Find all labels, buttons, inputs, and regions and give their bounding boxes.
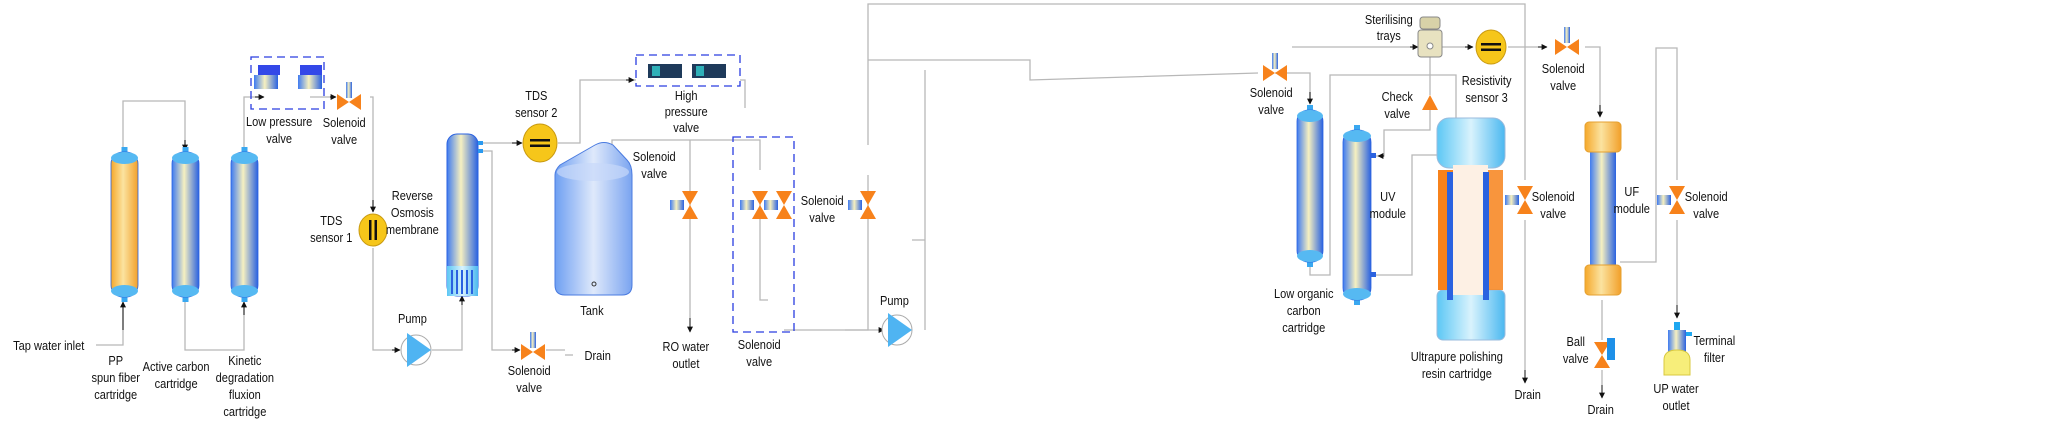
low-organic-carbon-cartridge bbox=[1296, 105, 1324, 267]
low-pressure-valve-group bbox=[250, 56, 325, 110]
pipe bbox=[1376, 154, 1440, 276]
pipe bbox=[611, 139, 761, 170]
pipe bbox=[184, 300, 245, 351]
pipe bbox=[867, 3, 1526, 180]
label-solenoid-valve-right2: Solenoid valve bbox=[1531, 189, 1575, 221]
pump-2-icon bbox=[881, 313, 913, 347]
tds-sensor-2-icon bbox=[522, 123, 558, 163]
pipe bbox=[868, 59, 1259, 81]
label-active-carbon: Active carbon cartridge bbox=[142, 359, 210, 391]
kinetic-degradation-cartridge bbox=[230, 147, 259, 302]
label-ball-valve: Ball valve bbox=[1562, 334, 1589, 366]
pipe bbox=[372, 248, 400, 351]
label-drain-1: Drain bbox=[584, 348, 611, 363]
label-solenoid-valve-drain: Solenoid valve bbox=[507, 363, 551, 395]
solenoid-valve-right1-icon bbox=[1555, 27, 1579, 55]
solenoid-valve-group bbox=[732, 136, 795, 333]
label-pump-1: Pump bbox=[398, 311, 427, 326]
solenoid-valve-right3-icon bbox=[1657, 186, 1685, 214]
label-ro-membrane: Reverse Osmosis membrane bbox=[385, 188, 439, 237]
pipe-network bbox=[96, 3, 1680, 399]
uf-module bbox=[1584, 121, 1622, 296]
label-pp-cartridge: PP spun fiber cartridge bbox=[91, 353, 140, 402]
tds-sensor-1-icon bbox=[358, 213, 388, 247]
label-pump-2: Pump bbox=[880, 293, 909, 308]
label-tap-water-inlet: Tap water inlet bbox=[13, 338, 85, 353]
pipe bbox=[1309, 74, 1457, 276]
label-resistivity-sensor: Resistivity sensor 3 bbox=[1461, 73, 1512, 105]
pipe bbox=[740, 79, 746, 108]
solenoid-valve-mid-icon bbox=[848, 191, 876, 219]
label-high-pressure-valve: High pressure valve bbox=[664, 88, 708, 135]
terminal-filter-icon bbox=[1663, 322, 1692, 376]
label-solenoid-valve-mid: Solenoid valve bbox=[800, 193, 844, 225]
pipe bbox=[96, 300, 124, 346]
label-kinetic: Kinetic degradation fluxion cartridge bbox=[215, 353, 275, 419]
pipe bbox=[1620, 47, 1678, 263]
ultrapure-polishing-resin-cartridge bbox=[1436, 117, 1506, 341]
active-carbon-cartridge bbox=[171, 147, 200, 302]
resistivity-sensor-3-icon bbox=[1475, 29, 1507, 65]
solenoid-valve-tank-icon bbox=[670, 191, 698, 219]
solenoid-valve-right2-icon bbox=[1505, 186, 1533, 214]
solenoid-valve-1-icon bbox=[337, 82, 361, 110]
sterilising-trays-icon bbox=[1417, 16, 1443, 58]
label-sterilising-trays: Sterilising trays bbox=[1364, 12, 1413, 43]
uv-module bbox=[1342, 125, 1372, 305]
label-terminal-filter: Terminal filter bbox=[1693, 333, 1736, 365]
label-ro-water-outlet: RO water outlet bbox=[662, 339, 710, 371]
pipe bbox=[370, 96, 374, 212]
label-solenoid-valve-right1: Solenoid valve bbox=[1541, 61, 1585, 93]
pipe bbox=[845, 175, 869, 331]
pipe bbox=[1585, 46, 1601, 115]
solenoid-valve-group-right-icon bbox=[764, 191, 792, 219]
solenoid-valve-top-icon bbox=[1263, 53, 1287, 81]
label-tds-sensor-2: TDS sensor 2 bbox=[515, 88, 558, 120]
label-check-valve: Check valve bbox=[1381, 89, 1413, 121]
label-solenoid-valve-top: Solenoid valve bbox=[1249, 85, 1293, 117]
pipe bbox=[558, 79, 636, 144]
pp-spun-fiber-cartridge bbox=[110, 147, 139, 302]
reverse-osmosis-membrane bbox=[446, 133, 483, 297]
high-pressure-valve-group bbox=[635, 54, 741, 87]
solenoid-valve-group-left-icon bbox=[740, 191, 768, 219]
pipe bbox=[432, 298, 463, 351]
ball-valve-icon bbox=[1594, 338, 1615, 368]
label-low-pressure-valve: Low pressure valve bbox=[245, 114, 313, 146]
pump-1-icon bbox=[400, 333, 432, 367]
pipe bbox=[122, 100, 186, 150]
label-low-organic: Low organic carbon cartridge bbox=[1273, 286, 1334, 335]
label-solenoid-valve-group: Solenoid valve bbox=[737, 337, 781, 369]
label-solenoid-valve-1: Solenoid valve bbox=[322, 115, 366, 147]
label-tank: Tank bbox=[580, 303, 604, 318]
label-uf-module: UF module bbox=[1613, 184, 1650, 216]
check-valve-icon bbox=[1422, 95, 1438, 110]
label-solenoid-valve-tank: Solenoid valve bbox=[632, 149, 676, 181]
label-up-water-outlet: UP water outlet bbox=[1653, 381, 1699, 413]
label-drain-3: Drain bbox=[1587, 402, 1614, 417]
pipe bbox=[759, 200, 768, 301]
label-solenoid-valve-right3: Solenoid valve bbox=[1684, 189, 1728, 221]
label-ultrapure-resin: Ultrapure polishing resin cartridge bbox=[1410, 349, 1503, 381]
label-drain-2: Drain bbox=[1514, 387, 1541, 402]
solenoid-valve-drain-icon bbox=[521, 332, 545, 360]
label-tds-sensor-1: TDS sensor 1 bbox=[310, 213, 353, 245]
uv-ports bbox=[1371, 153, 1376, 277]
pipe bbox=[478, 150, 520, 351]
tank bbox=[554, 142, 633, 296]
label-uv-module: UV module bbox=[1369, 189, 1406, 221]
pipe bbox=[912, 70, 926, 330]
